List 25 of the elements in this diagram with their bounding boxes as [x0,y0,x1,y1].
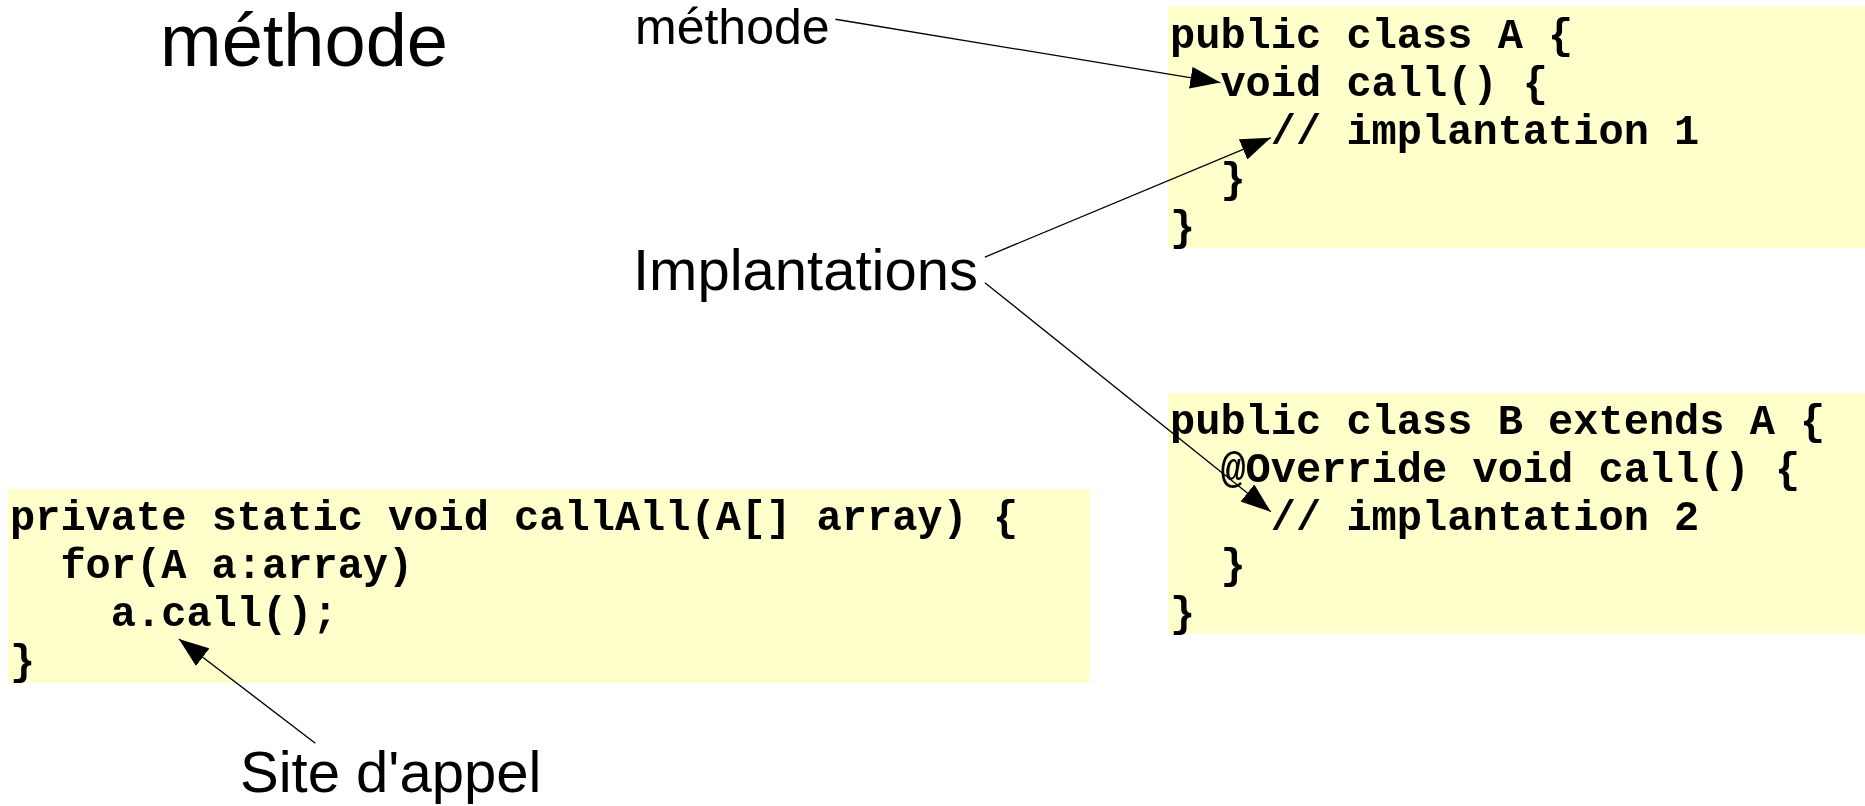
callout-text: méthode [635,0,830,55]
code-line: // implantation 1 [1270,109,1700,157]
leader-line [984,137,1272,258]
code-block [1168,7,1865,248]
code-line: public class B extends A { [1170,399,1826,447]
code-line: // implantation 2 [1270,495,1700,543]
code-block [1168,393,1865,634]
code-block [8,489,1090,683]
leader-line [178,638,316,744]
callout-text: Site d'appel [240,740,542,804]
code-line: private static void callAll(A[] array) { [10,495,1019,543]
code-line: } [10,639,36,687]
code-line: for(A a:array) [60,543,414,591]
code-line: } [1220,157,1246,205]
leader-line [984,282,1272,513]
leader-line [834,18,1222,89]
code-line: } [1170,591,1196,639]
code-line: } [1220,543,1246,591]
code-line: a.call(); [110,591,338,639]
code-line: @Override void call() { [1220,447,1801,495]
code-line: void call() { [1220,61,1549,109]
heading-text: méthode [160,0,448,82]
callout-text: Implantations [633,238,978,302]
code-line: public class A { [1170,13,1574,61]
code-line: } [1170,205,1196,253]
